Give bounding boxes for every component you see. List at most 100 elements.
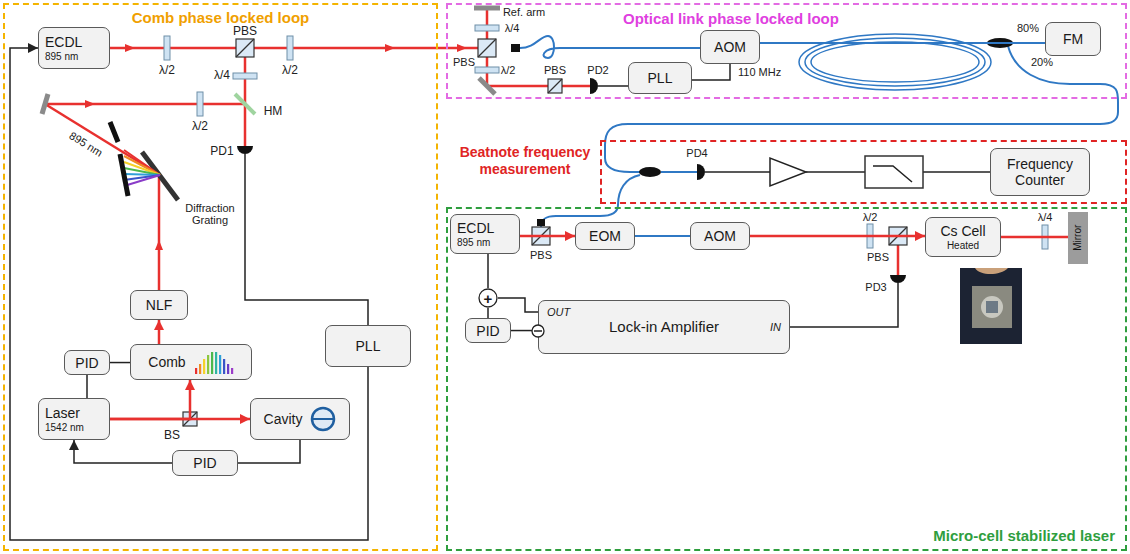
component-label: PBS — [867, 251, 889, 263]
box-content: PLL — [648, 70, 673, 86]
beam-direction-arrow — [457, 44, 467, 52]
beam-splitter-cube — [548, 79, 562, 93]
inverting-input-symbol — [531, 324, 545, 338]
device-name: ECDL — [457, 220, 494, 236]
device-box: PLL — [628, 62, 692, 94]
laser-beam — [897, 245, 900, 275]
comb-spectrum-icon — [227, 364, 229, 374]
component-label: 20% — [1031, 56, 1053, 68]
connector — [760, 42, 1045, 44]
box-content: AOM — [714, 39, 746, 55]
fiber-connector — [511, 44, 520, 52]
connector — [498, 298, 538, 312]
component-label: λ/2 — [192, 120, 208, 133]
photodiode — [237, 78, 906, 283]
beam-direction-arrow — [125, 44, 135, 52]
sum-sign: + — [484, 291, 493, 306]
box-content: AOM — [704, 228, 736, 244]
device-name: 895 nm — [45, 51, 78, 63]
comb-spectrum-icon — [215, 352, 217, 374]
amplifier-symbol — [770, 158, 806, 186]
beam-splitter-cube — [236, 39, 254, 57]
comb-spectrum-icon — [219, 355, 221, 374]
connector — [635, 235, 690, 237]
fiber-coupler — [639, 38, 1013, 177]
diffraction-grating — [110, 122, 178, 200]
fiber-spool — [811, 42, 979, 82]
component-label: PD2 — [587, 64, 608, 76]
laser-beam — [487, 57, 590, 86]
box-content: PID — [476, 323, 499, 339]
device-box: PLL — [325, 325, 411, 367]
device-box: Cs CellHeated — [925, 217, 1001, 257]
half-mirror — [235, 94, 255, 114]
inverting-input-symbol — [532, 325, 544, 337]
component-label: λ/2 — [501, 64, 516, 76]
dashed-region: AOM FM PLL Optical link phase locked loop — [446, 3, 1127, 99]
comb-spectrum-icon — [207, 355, 209, 374]
component-label: PD3 — [865, 281, 886, 293]
device-name: AOM — [714, 39, 746, 55]
photodiode — [237, 146, 253, 154]
comb-spectrum-icon — [231, 368, 233, 374]
device-box: Cavity — [250, 398, 350, 440]
diffraction-grating — [120, 154, 128, 196]
diffraction-grating — [124, 168, 160, 175]
photodiode — [697, 164, 705, 180]
box-content: Cavity — [264, 406, 337, 432]
optical-fiber — [520, 36, 1118, 227]
waveplate — [164, 36, 170, 60]
device-box: PID — [64, 350, 110, 375]
comb-spectrum-icon — [223, 359, 225, 374]
device-box: NLF — [130, 290, 188, 320]
dashed-region: Frequency CounterBeatnote frequency meas… — [600, 140, 1127, 204]
device-name: NLF — [146, 297, 172, 313]
connector — [158, 320, 161, 344]
box-content: Cs CellHeated — [940, 223, 985, 252]
comb-spectrum-icon — [211, 352, 213, 374]
diffraction-grating — [124, 156, 160, 175]
device-name: FM — [1063, 31, 1083, 47]
box-content: Comb — [148, 350, 233, 374]
device-name: EOM — [589, 228, 621, 244]
connector — [10, 48, 368, 540]
dashed-region: ECDL895 nmNLFPLLPIDCombLaser1542 nmCavit… — [3, 3, 438, 551]
diffraction-grating — [124, 162, 160, 175]
box-content: NLF — [146, 297, 172, 313]
region-heading: Optical link phase locked loop — [623, 10, 839, 28]
micro-cell-photo — [981, 296, 1003, 318]
device-name: Lock-in Amplifier — [609, 318, 719, 335]
component-label: λ/4 — [214, 69, 230, 82]
laser-beam — [45, 10, 898, 290]
port-label: IN — [770, 321, 781, 334]
amplifier-symbol — [770, 158, 806, 186]
diffraction-grating — [124, 150, 160, 175]
connector — [750, 235, 925, 238]
device-box: ECDL895 nm — [450, 214, 520, 254]
box-content: ECDL895 nm — [45, 34, 82, 63]
beam-splitter-cube — [548, 79, 562, 93]
micro-cell-photo — [975, 268, 1008, 274]
cavity-icon — [313, 418, 333, 420]
component-label: λ/4 — [505, 22, 520, 34]
micro-cell-photo — [986, 301, 998, 313]
electrical-wire — [923, 171, 990, 173]
box-content: ECDL895 nm — [457, 220, 494, 249]
waveplate — [233, 73, 257, 79]
comb-spectrum-icon — [195, 368, 197, 374]
device-name: Cs Cell — [940, 223, 985, 239]
beam-direction-arrow — [85, 100, 95, 108]
optical-fiber — [541, 175, 640, 227]
device-name: AOM — [704, 228, 736, 244]
waveplate — [287, 36, 293, 60]
box-content: EOM — [589, 228, 621, 244]
device-box: FM — [1045, 22, 1101, 56]
device-box: ECDL895 nm — [38, 27, 110, 69]
device-box: Frequency Counter — [990, 148, 1090, 196]
box-content: Frequency Counter — [997, 156, 1083, 188]
electrical-wire — [598, 85, 628, 87]
component-label: λ/2 — [159, 64, 175, 77]
device-name: 895 nm — [457, 237, 490, 249]
